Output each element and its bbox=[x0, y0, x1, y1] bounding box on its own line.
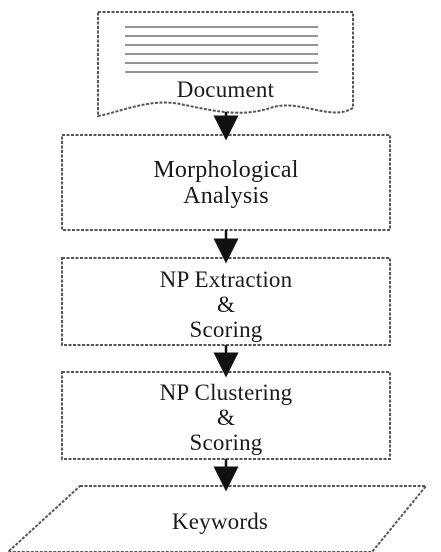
keywords-shape bbox=[6, 485, 429, 552]
keywords-label: Keywords bbox=[171, 509, 269, 534]
np-clustering-line3: Scoring bbox=[189, 429, 263, 455]
np-clustering-line2: & bbox=[216, 404, 236, 430]
np-extraction-label: NP Extraction & Scoring bbox=[62, 267, 390, 342]
np-extraction-line1: NP Extraction bbox=[159, 267, 293, 292]
morphological-line2: Analysis bbox=[183, 182, 269, 209]
np-extraction-line3: Scoring bbox=[189, 316, 263, 342]
document-shape bbox=[97, 11, 354, 118]
np-extraction-line2: & bbox=[216, 291, 236, 317]
np-extraction-box bbox=[61, 257, 391, 346]
morphological-analysis-label: Morphological Analysis bbox=[62, 157, 390, 210]
morphological-analysis-box bbox=[61, 134, 391, 231]
document-label: Document bbox=[176, 77, 275, 102]
np-clustering-label: NP Clustering & Scoring bbox=[62, 380, 390, 455]
document-text-lines bbox=[125, 26, 318, 73]
np-clustering-line1: NP Clustering bbox=[159, 380, 293, 405]
morphological-line1: Morphological bbox=[153, 157, 299, 183]
